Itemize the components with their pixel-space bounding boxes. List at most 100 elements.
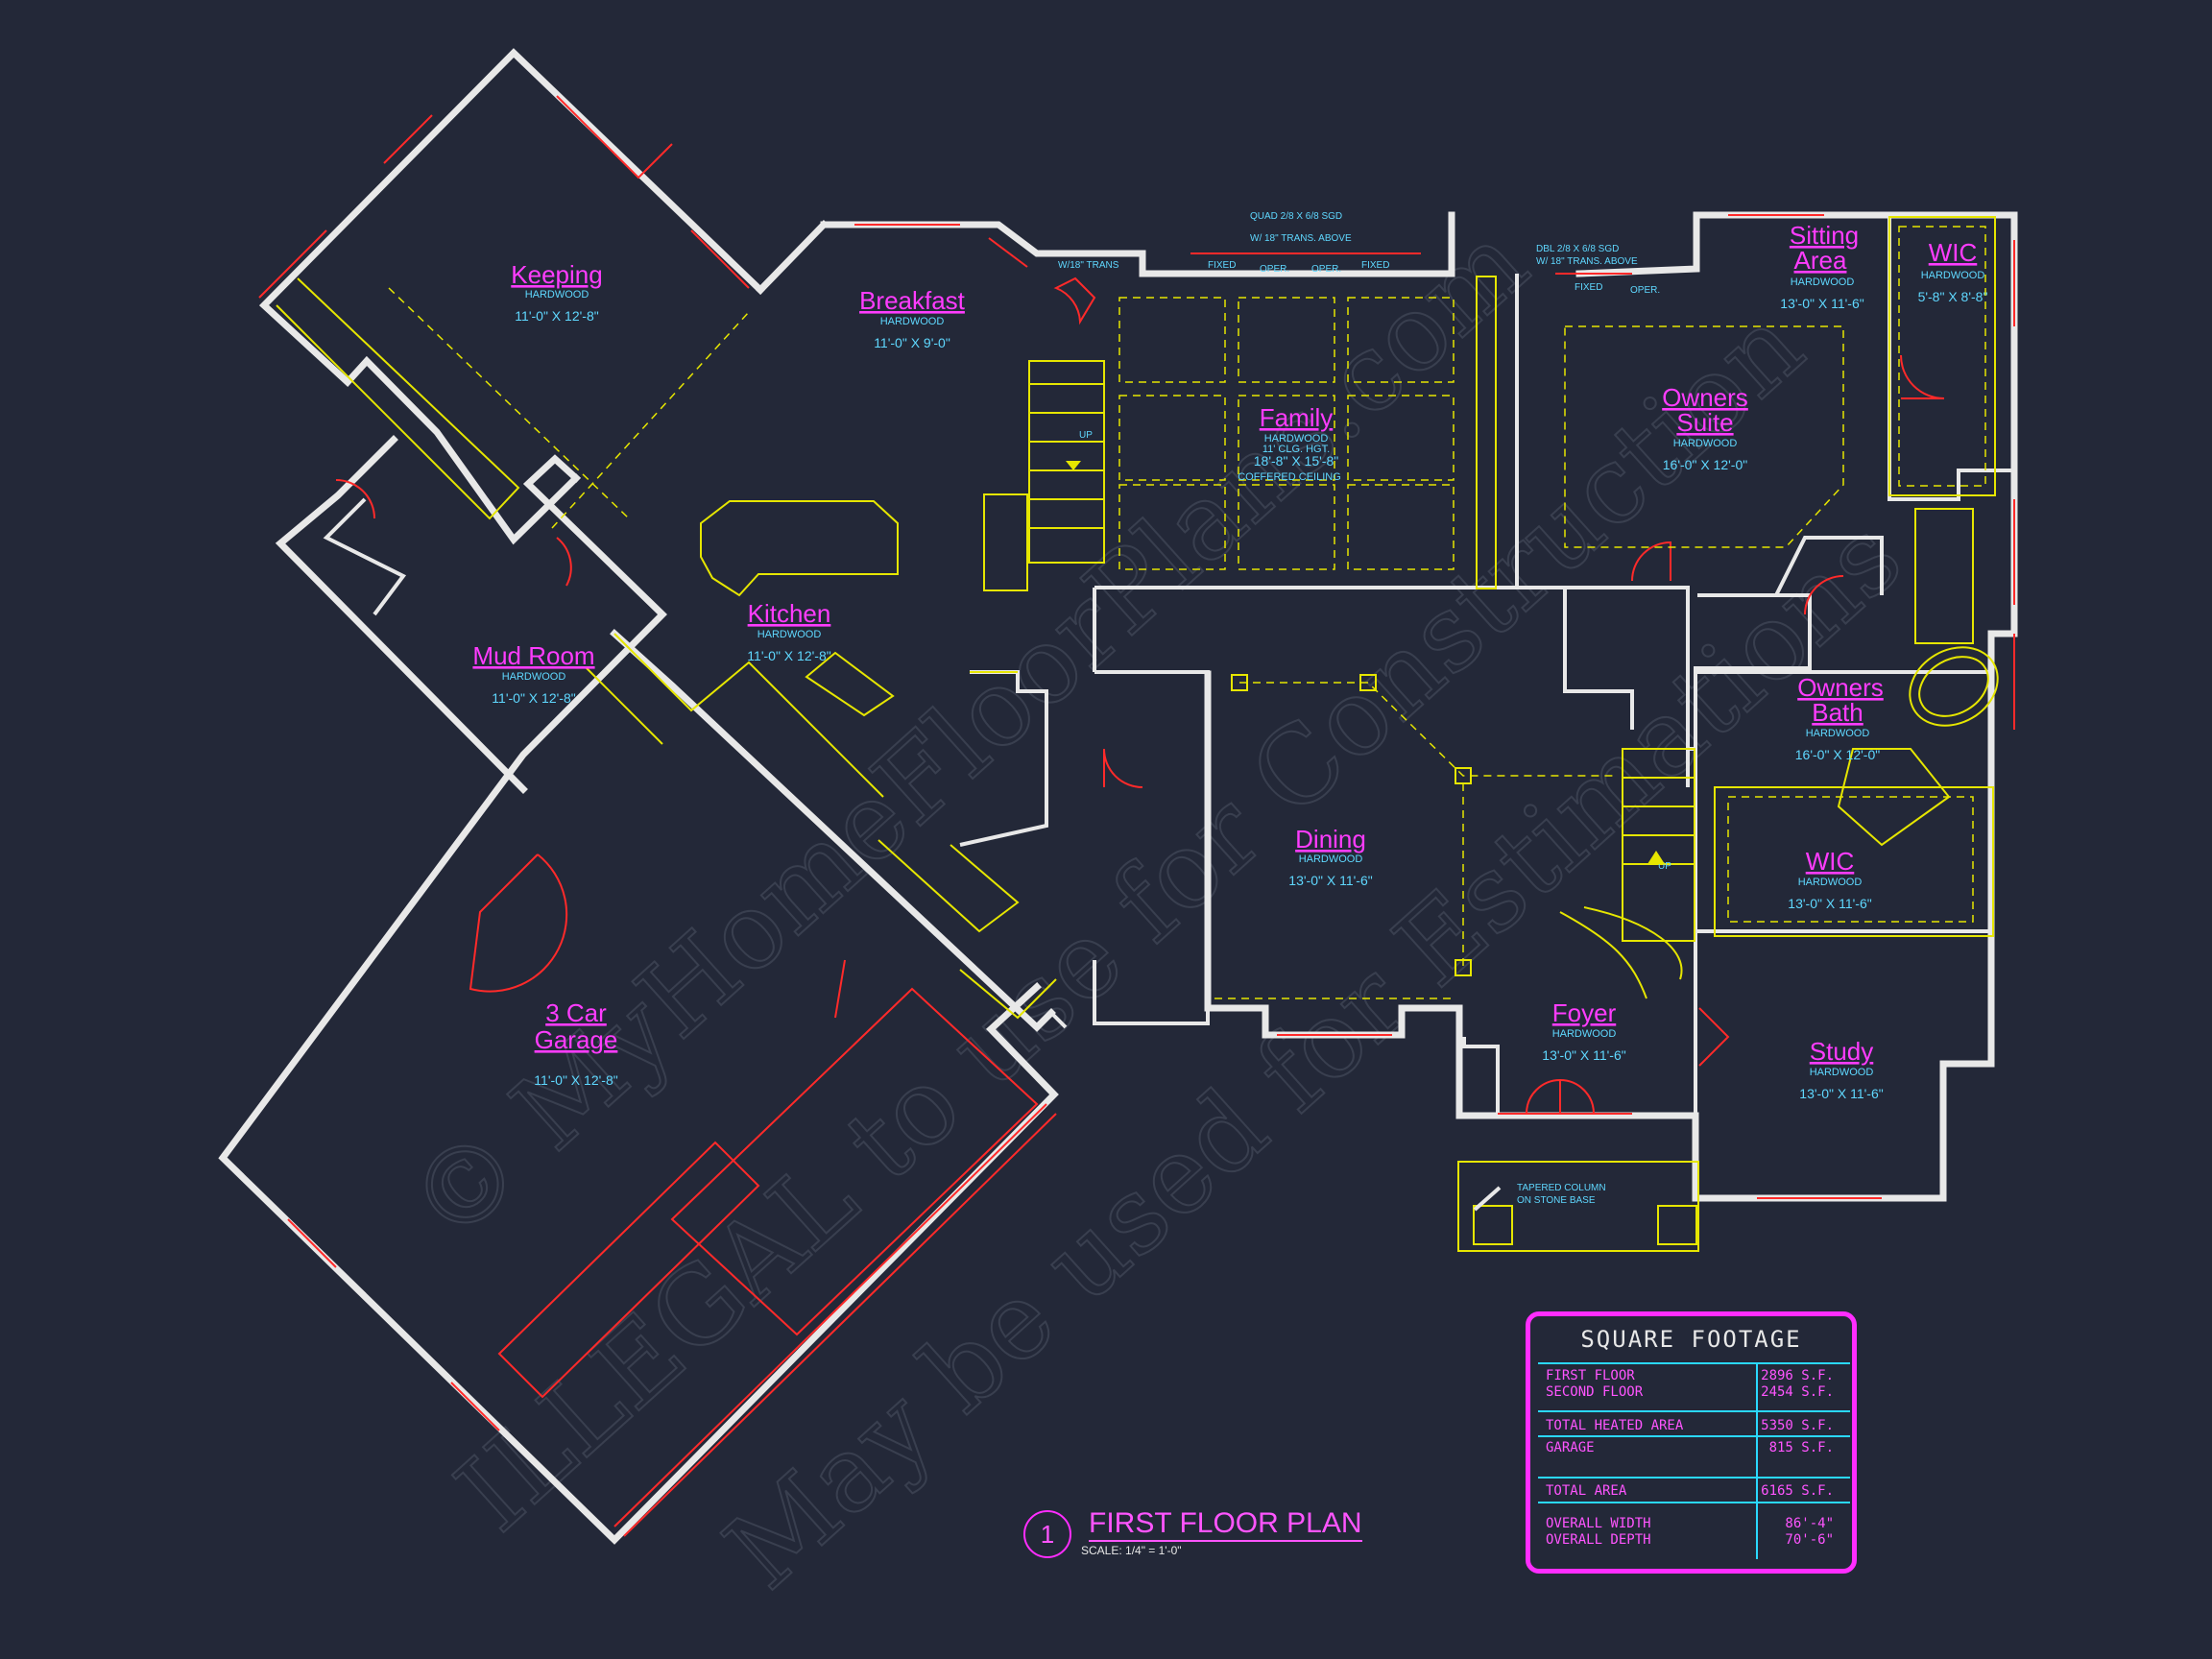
room-labels: Keeping HARDWOOD 11'-0" X 12'-8" Breakfa… — [472, 221, 1987, 1101]
total-label: TOTAL AREA — [1546, 1483, 1627, 1499]
note-quad-door: QUAD 2/8 X 6/8 SGD — [1250, 211, 1342, 222]
note-quad-trans: W/ 18" TRANS. ABOVE — [1250, 233, 1352, 244]
garage-name-2: Garage — [535, 1025, 618, 1054]
owners-bath-floor: HARDWOOD — [1806, 728, 1870, 739]
kitchen-size: 11'-0" X 12'-8" — [747, 648, 830, 663]
kitchen-label: Kitchen HARDWOOD 11'-0" X 12'-8" — [747, 599, 830, 663]
owners-suite-size: 16'-0" X 12'-0" — [1663, 457, 1747, 472]
keeping-label: Keeping HARDWOOD 11'-0" X 12'-8" — [511, 260, 602, 324]
wic-top-floor: HARDWOOD — [1921, 270, 1985, 281]
breakfast-floor: HARDWOOD — [880, 316, 945, 327]
sitting-area-name-2: Area — [1794, 246, 1847, 275]
note-fixed-3: FIXED — [1575, 282, 1602, 293]
depth-value: 70'-6" — [1785, 1532, 1834, 1548]
family-floor: HARDWOOD — [1264, 433, 1329, 445]
family-label: Family HARDWOOD 11' CLG. HGT. 18'-8" X 1… — [1238, 403, 1341, 483]
plan-caption: 1 FIRST FLOOR PLAN SCALE: 1/4" = 1'-0" — [1023, 1507, 1388, 1565]
annotations: QUAD 2/8 X 6/8 SGD W/ 18" TRANS. ABOVE D… — [1058, 211, 1671, 1212]
garage-name-1: 3 Car — [545, 998, 607, 1027]
mud-room-size: 11'-0" X 12'-8" — [492, 690, 575, 706]
breakfast-size: 11'-0" X 9'-0" — [874, 335, 950, 350]
note-column-2: ON STONE BASE — [1517, 1195, 1596, 1206]
wic-top-name: WIC — [1929, 238, 1978, 267]
study-floor: HARDWOOD — [1810, 1067, 1874, 1078]
keeping-floor: HARDWOOD — [525, 289, 589, 301]
dining-label: Dining HARDWOOD 13'-0" X 11'-6" — [1288, 825, 1372, 888]
first-floor-value: 2896 S.F. — [1761, 1368, 1834, 1383]
stair-arrow-icon — [1066, 461, 1081, 470]
wic-bottom-label: WIC HARDWOOD 13'-0" X 11'-6" — [1788, 847, 1871, 911]
family-ceiling: 11' CLG. HGT. — [1262, 444, 1330, 455]
owners-bath-size: 16'-0" X 12'-0" — [1795, 747, 1880, 762]
mud-room-floor: HARDWOOD — [502, 671, 566, 683]
second-floor-label: SECOND FLOOR — [1546, 1384, 1644, 1400]
cabinets-and-ceiling — [276, 216, 1999, 1252]
plan-number: 1 — [1023, 1510, 1071, 1558]
family-name: Family — [1260, 403, 1334, 432]
note-fixed-1: FIXED — [1208, 260, 1236, 271]
keeping-size: 11'-0" X 12'-8" — [515, 308, 598, 324]
wic-top-size: 5'-8" X 8'-8" — [1918, 289, 1988, 304]
wic-bottom-size: 13'-0" X 11'-6" — [1788, 896, 1871, 911]
sitting-area-size: 13'-0" X 11'-6" — [1780, 296, 1863, 311]
dining-name: Dining — [1295, 825, 1366, 854]
note-oper-1: OPER. — [1260, 264, 1289, 275]
heated-value: 5350 S.F. — [1761, 1418, 1834, 1433]
note-oper-2: OPER. — [1311, 264, 1341, 275]
depth-label: OVERALL DEPTH — [1546, 1532, 1651, 1548]
owners-bath-name-1: Owners — [1797, 673, 1884, 702]
second-floor-value: 2454 S.F. — [1761, 1384, 1834, 1400]
kitchen-name: Kitchen — [748, 599, 831, 628]
windows-doors — [258, 95, 2015, 1537]
foyer-label: Foyer HARDWOOD 13'-0" X 11'-6" — [1542, 998, 1625, 1063]
mud-room-name: Mud Room — [472, 641, 594, 670]
kitchen-floor: HARDWOOD — [757, 629, 822, 640]
family-size: 18'-8" X 15'-8" — [1254, 453, 1338, 469]
wic-bottom-floor: HARDWOOD — [1798, 877, 1863, 888]
note-dbl-trans: W/ 18" TRANS. ABOVE — [1536, 256, 1638, 267]
owners-bath-name-2: Bath — [1812, 698, 1863, 727]
heated-label: TOTAL HEATED AREA — [1546, 1418, 1684, 1433]
note-up-1: UP — [1079, 430, 1093, 441]
keeping-name: Keeping — [511, 260, 602, 289]
wic-top-label: WIC HARDWOOD 5'-8" X 8'-8" — [1918, 238, 1988, 304]
note-trans: W/18" TRANS — [1058, 260, 1119, 271]
sitting-area-label: Sitting Area HARDWOOD 13'-0" X 11'-6" — [1780, 221, 1863, 311]
sitting-area-floor: HARDWOOD — [1791, 276, 1855, 288]
study-label: Study HARDWOOD 13'-0" X 11'-6" — [1799, 1037, 1883, 1101]
garage-size: 11'-0" X 12'-8" — [534, 1072, 617, 1088]
note-up-2: UP — [1658, 861, 1671, 872]
owners-bath-label: Owners Bath HARDWOOD 16'-0" X 12'-0" — [1795, 673, 1884, 762]
note-oper-3: OPER. — [1630, 285, 1660, 296]
dining-size: 13'-0" X 11'-6" — [1288, 873, 1372, 888]
owners-suite-floor: HARDWOOD — [1673, 438, 1738, 449]
wic-bottom-name: WIC — [1806, 847, 1855, 876]
square-footage-table: SQUARE FOOTAGE FIRST FLOOR 2896 S.F. SEC… — [1526, 1311, 1857, 1574]
first-floor-label: FIRST FLOOR — [1546, 1368, 1635, 1383]
owners-suite-label: Owners Suite HARDWOOD 16'-0" X 12'-0" — [1662, 383, 1748, 472]
breakfast-name: Breakfast — [859, 286, 966, 315]
total-value: 6165 S.F. — [1761, 1483, 1834, 1499]
dining-floor: HARDWOOD — [1299, 854, 1363, 865]
mud-room-label: Mud Room HARDWOOD 11'-0" X 12'-8" — [472, 641, 594, 706]
breakfast-label: Breakfast HARDWOOD 11'-0" X 9'-0" — [859, 286, 966, 350]
garage-label: GARAGE — [1546, 1440, 1595, 1455]
width-value: 86'-4" — [1785, 1516, 1834, 1531]
owners-suite-name-2: Suite — [1676, 408, 1733, 437]
garage-value: 815 S.F. — [1768, 1440, 1834, 1455]
plan-scale: SCALE: 1/4" = 1'-0" — [1081, 1544, 1182, 1557]
square-footage-title: SQUARE FOOTAGE — [1580, 1326, 1802, 1353]
note-dbl-door: DBL 2/8 X 6/8 SGD — [1536, 244, 1619, 254]
sitting-area-name-1: Sitting — [1790, 221, 1859, 250]
family-note: COFFERED CEILING — [1238, 471, 1341, 483]
stair-arrow-up-icon — [1647, 851, 1665, 864]
garage-label: 3 Car Garage 11'-0" X 12'-8" — [534, 998, 617, 1088]
owners-suite-name-1: Owners — [1662, 383, 1748, 412]
note-fixed-2: FIXED — [1361, 260, 1389, 271]
foyer-floor: HARDWOOD — [1552, 1028, 1617, 1040]
note-column: TAPERED COLUMN — [1517, 1183, 1606, 1193]
plan-title: FIRST FLOOR PLAN — [1089, 1507, 1362, 1542]
study-size: 13'-0" X 11'-6" — [1799, 1086, 1883, 1101]
foyer-size: 13'-0" X 11'-6" — [1542, 1047, 1625, 1063]
